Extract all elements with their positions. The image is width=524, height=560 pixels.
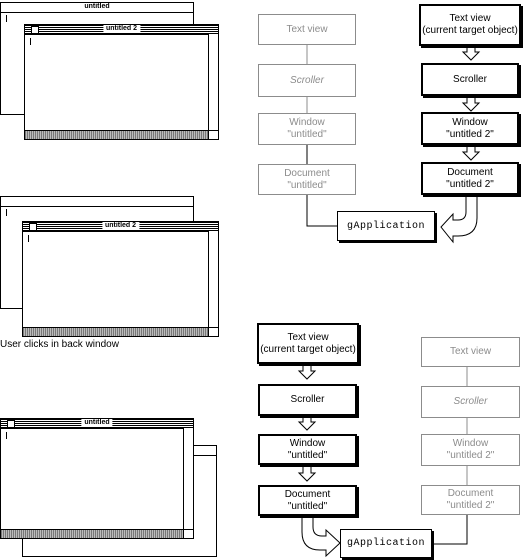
caption-user-clicks: User clicks in back window	[0, 339, 119, 350]
box-label: Scroller	[453, 73, 487, 85]
box-sublabel: "untitled 2"	[446, 178, 494, 190]
window-untitled-2-front[interactable]: untitled 2	[24, 24, 219, 140]
window-title-bar[interactable]: untitled	[1, 3, 193, 13]
box-text-view-target: Text view (current target object)	[419, 4, 521, 46]
arrow-down-3	[461, 144, 481, 161]
text-caret	[6, 15, 7, 22]
line-document-gapplication-2	[432, 515, 468, 545]
bottom-inactive-chain-lines-dark	[432, 515, 468, 545]
box-label: Document	[284, 488, 331, 500]
arrow-down-1	[461, 45, 481, 61]
box-document-active: Document "untitled 2"	[421, 162, 519, 195]
box-label: Scroller	[290, 394, 325, 405]
box-sublabel: (current target object)	[260, 343, 356, 355]
top-inactive-chain-lines-dark	[306, 145, 337, 227]
vertical-scrollbar[interactable]	[208, 34, 218, 131]
text-caret	[6, 432, 7, 439]
box-scroller-inactive-2: Scroller	[421, 386, 520, 418]
arrow-down-4	[297, 363, 317, 380]
box-label: Window	[289, 437, 326, 449]
top-active-arrows	[440, 45, 481, 244]
window-title-bar[interactable]: untitled 2	[25, 25, 218, 35]
grow-box-icon[interactable]	[183, 529, 193, 538]
vertical-scrollbar[interactable]	[208, 231, 218, 328]
box-sublabel: "untitled 2"	[446, 450, 495, 461]
box-gapplication-top: gApplication	[337, 211, 435, 241]
box-label: Scroller	[453, 396, 488, 407]
close-box-icon[interactable]	[29, 223, 37, 231]
text-caret	[6, 209, 7, 216]
box-sublabel: (current target object)	[422, 25, 518, 36]
box-gapplication-bottom: gApplication	[340, 529, 432, 558]
box-sublabel: "untitled"	[287, 449, 328, 461]
box-label: Window	[452, 438, 489, 449]
box-document-inactive: Document "untitled"	[258, 164, 356, 195]
box-label: Text view	[286, 23, 328, 35]
box-label: Scroller	[290, 74, 324, 86]
close-box-icon[interactable]	[7, 420, 15, 428]
arrow-bend-to-gapplication-top	[440, 194, 478, 244]
box-document-inactive-2: Document "untitled 2"	[421, 485, 520, 515]
horizontal-scrollbar[interactable]	[23, 327, 209, 336]
box-text-view-target-2: Text view (current target object)	[257, 323, 359, 364]
box-scroller-active: Scroller	[421, 63, 519, 96]
window-title: untitled	[81, 419, 113, 427]
box-sublabel: "untitled"	[287, 500, 328, 512]
box-text-view-inactive-2: Text view	[421, 337, 520, 367]
arrow-bend-to-gapplication-bottom	[301, 513, 341, 558]
box-label: Window	[289, 117, 325, 128]
box-label: Text view	[287, 331, 329, 343]
text-caret	[28, 235, 29, 242]
horizontal-scrollbar[interactable]	[25, 130, 209, 139]
window-title-bar[interactable]: untitled	[1, 419, 193, 429]
box-label: Document	[447, 166, 493, 178]
box-scroller-inactive: Scroller	[258, 64, 356, 97]
box-window-inactive: Window "untitled"	[258, 113, 356, 145]
box-window-active: Window "untitled 2"	[421, 112, 519, 145]
arrow-down-2	[461, 95, 481, 112]
window-title: untitled 2	[102, 25, 141, 33]
grow-box-icon[interactable]	[208, 327, 218, 336]
line-document-gapplication	[306, 195, 337, 227]
window-untitled-2-front-2[interactable]: untitled 2	[22, 221, 219, 337]
box-sublabel: "untitled 2"	[446, 128, 494, 140]
box-sublabel: "untitled"	[287, 179, 327, 191]
box-label: Text view	[449, 13, 491, 24]
box-label: Document	[284, 167, 330, 179]
window-title-bar[interactable]	[1, 197, 193, 207]
box-window-active-2: Window "untitled"	[258, 434, 357, 465]
window-title: untitled 2	[101, 222, 140, 230]
window-untitled-front[interactable]: untitled	[0, 418, 194, 539]
box-label: Window	[452, 116, 488, 128]
box-label: Text view	[449, 346, 492, 357]
grow-box-icon[interactable]	[208, 130, 218, 139]
close-box-icon[interactable]	[31, 26, 39, 34]
box-scroller-active-2: Scroller	[258, 384, 357, 416]
box-sublabel: "untitled 2"	[446, 500, 495, 511]
box-window-inactive-2: Window "untitled 2"	[421, 434, 520, 466]
window-title: untitled	[81, 3, 113, 11]
arrow-down-5	[297, 415, 317, 431]
text-caret	[30, 38, 31, 45]
vertical-scrollbar[interactable]	[183, 428, 193, 530]
box-text-view-inactive: Text view	[258, 14, 356, 45]
box-sublabel: "untitled"	[287, 129, 327, 140]
window-title-bar[interactable]: untitled 2	[23, 222, 218, 232]
arrow-down-6	[297, 464, 317, 482]
horizontal-scrollbar[interactable]	[1, 529, 184, 538]
box-document-active-2: Document "untitled"	[258, 485, 357, 516]
bottom-active-arrows	[297, 363, 341, 558]
box-label: Document	[447, 488, 494, 499]
